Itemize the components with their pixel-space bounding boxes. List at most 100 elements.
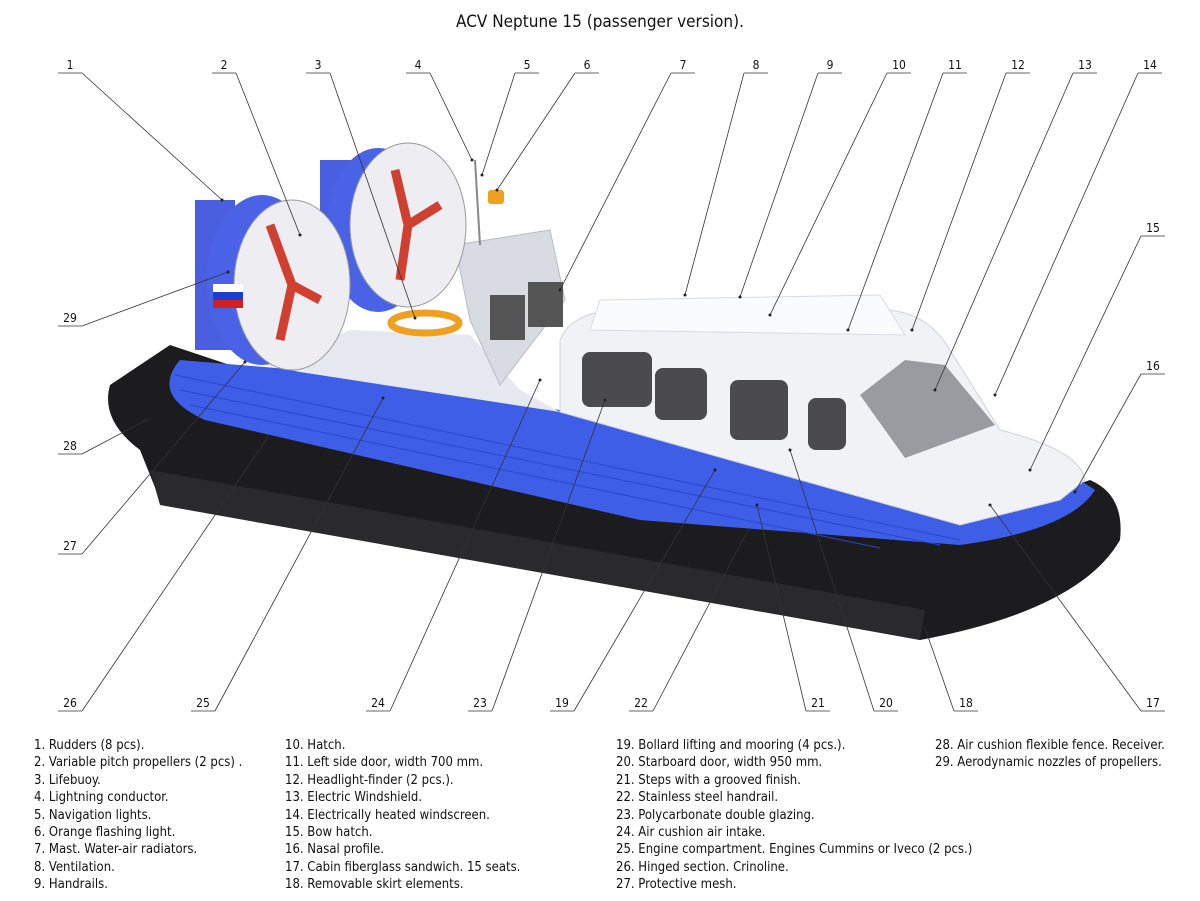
- legend-item: 13. Electric Windshield.: [285, 790, 423, 806]
- leader-line: [81, 72, 223, 201]
- leader-line: [924, 627, 955, 712]
- callout-number: 11: [948, 58, 962, 72]
- leader-line: [389, 379, 541, 712]
- legend-item: 15. Bow hatch.: [285, 825, 373, 841]
- legend-item: 21. Steps with a grooved finish.: [616, 772, 801, 788]
- leader-line: [989, 504, 1142, 712]
- legend-item: 23. Polycarbonate double glazing.: [616, 807, 815, 823]
- leader-dot: [470, 158, 474, 162]
- callout-number: 5: [524, 58, 531, 72]
- legend-item: 22. Stainless steel handrail.: [616, 790, 779, 806]
- callout-number: 1: [67, 58, 74, 72]
- cabin-roof: [589, 294, 906, 336]
- callout-number: 3: [315, 58, 322, 72]
- callout-number: 13: [1078, 58, 1092, 72]
- legend-column-4: 28. Air cushion flexible fence. Receiver…: [935, 737, 1165, 772]
- legend-item: 14. Electrically heated windscreen.: [285, 807, 490, 823]
- leader-dot: [746, 528, 750, 532]
- cabin-window: [582, 352, 652, 407]
- leader-dot: [298, 233, 302, 237]
- leader-line: [911, 72, 1007, 331]
- deck-groove: [179, 389, 941, 546]
- orange-flashing-light: [488, 190, 504, 204]
- leader-line: [81, 417, 151, 455]
- leader-line: [994, 72, 1139, 396]
- callout-number: 19: [555, 696, 569, 710]
- leader-line: [496, 72, 576, 191]
- leader-dot: [148, 416, 152, 420]
- leader-line: [481, 72, 516, 176]
- leader-dot: [755, 503, 759, 507]
- legend-item: 18. Removable skirt elements.: [285, 877, 464, 893]
- cabin-window: [655, 368, 707, 420]
- callout-number: 16: [1146, 359, 1160, 373]
- legend-item: 1. Rudders (8 pcs).: [34, 738, 145, 753]
- leader-dot: [266, 435, 270, 439]
- door-window: [808, 398, 846, 450]
- leader-line: [214, 397, 384, 712]
- engine-compartment: [265, 330, 560, 412]
- leader-line: [491, 399, 606, 712]
- callout-number: 23: [473, 696, 487, 710]
- leader-dot: [910, 328, 914, 332]
- lightning-conductor: [474, 159, 481, 246]
- radiator: [490, 295, 525, 340]
- leader-line: [235, 72, 301, 236]
- leader-dot: [788, 448, 792, 452]
- callout-number: 14: [1143, 58, 1157, 72]
- propeller: [265, 223, 323, 341]
- legend-item: 3. Lifebuoy.: [34, 772, 101, 788]
- leader-dot: [603, 398, 607, 402]
- leader-line: [739, 72, 819, 298]
- legend-item: 2. Variable pitch propellers (2 pcs) .: [34, 755, 243, 771]
- windscreen: [860, 360, 995, 458]
- leader-dot: [768, 313, 772, 317]
- legend-item: 11. Left side door, width 700 mm.: [285, 755, 484, 771]
- lifebuoy: [387, 309, 463, 337]
- leader-dot: [988, 503, 992, 507]
- legend-item: 25. Engine compartment. Engines Cummins …: [616, 842, 973, 858]
- legend-item: 4. Lightning conductor.: [34, 790, 169, 806]
- deck: [169, 360, 1096, 545]
- propeller: [390, 168, 443, 281]
- legend-item: 6. Orange flashing light.: [34, 825, 176, 841]
- leader-line: [847, 72, 944, 331]
- leader-dot: [738, 295, 742, 299]
- cabin-window: [730, 380, 788, 440]
- deck-groove: [174, 374, 961, 541]
- callout-number: 7: [680, 58, 687, 72]
- leader-dot: [538, 378, 542, 382]
- callout-number: 18: [959, 696, 973, 710]
- leader-line: [1074, 373, 1142, 493]
- leader-line: [684, 72, 745, 296]
- legend-item: 10. Hatch.: [285, 738, 346, 753]
- leader-line: [652, 529, 749, 712]
- leader-line: [81, 361, 246, 555]
- legend-item: 27. Protective mesh.: [616, 877, 737, 893]
- callout-number: 25: [196, 696, 210, 710]
- legend-item: 24. Air cushion air intake.: [616, 825, 766, 841]
- callout-number: 15: [1146, 221, 1160, 235]
- diagram-title: ACV Neptune 15 (passenger version).: [456, 12, 744, 32]
- leader-line: [789, 449, 875, 712]
- leader-line: [329, 72, 416, 319]
- legend-item: 29. Aerodynamic nozzles of propellers.: [935, 755, 1162, 771]
- leader-line: [429, 72, 473, 161]
- legend-item: 5. Navigation lights.: [34, 807, 152, 823]
- callout-number: 28: [63, 439, 77, 453]
- leader-dot: [1028, 468, 1032, 472]
- leader-dot: [495, 188, 499, 192]
- skirt-lower: [150, 470, 925, 640]
- callout-number: 22: [634, 696, 648, 710]
- leader-dot: [923, 626, 927, 630]
- leader-line: [769, 72, 888, 316]
- legend-item: 17. Cabin fiberglass sandwich. 15 seats.: [285, 859, 521, 875]
- legend-item: 28. Air cushion flexible fence. Receiver…: [935, 738, 1165, 753]
- callout-number: 4: [415, 58, 422, 72]
- leader-dot: [993, 393, 997, 397]
- leader-line: [81, 436, 269, 712]
- legend-column-3: 19. Bollard lifting and mooring (4 pcs.)…: [616, 737, 972, 894]
- callout-number: 6: [584, 58, 591, 72]
